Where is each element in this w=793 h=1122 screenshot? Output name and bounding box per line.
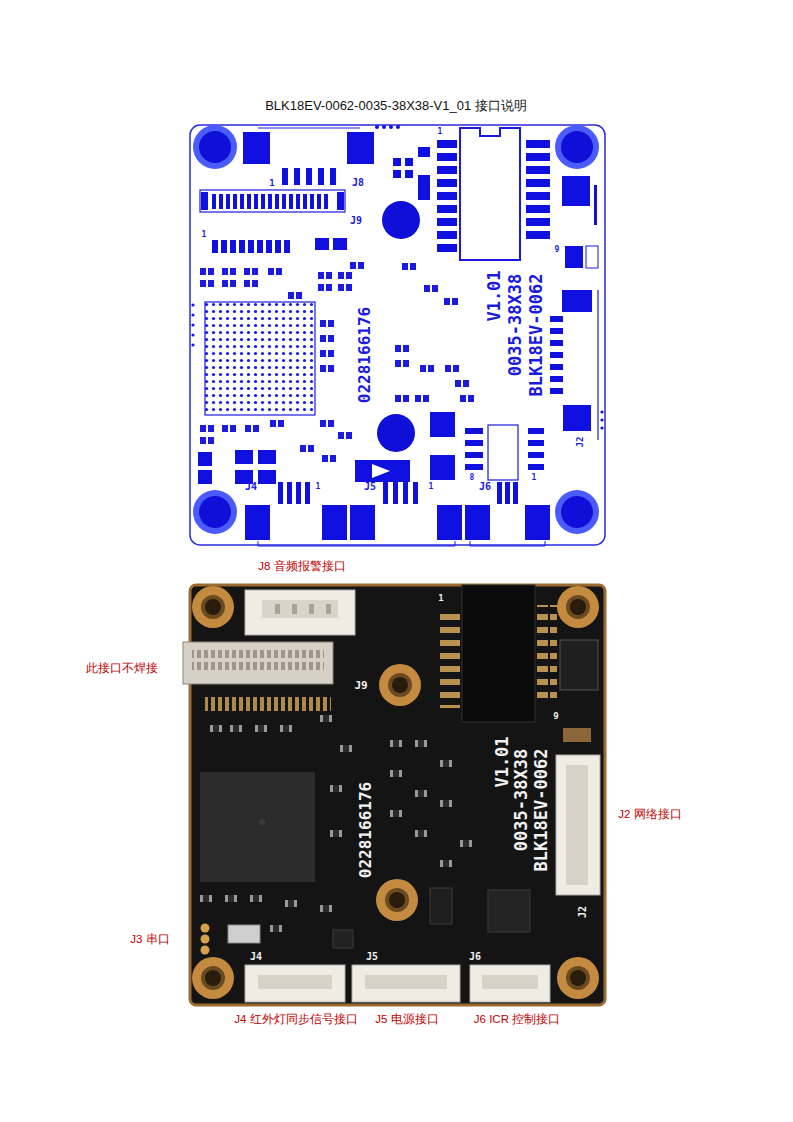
callout-label: 此接口不焊接	[86, 663, 158, 675]
connector-ref: J5	[366, 952, 378, 962]
pin-mark: 9	[553, 712, 558, 721]
board-version: V1.01	[486, 270, 503, 321]
small-chips	[228, 888, 530, 948]
connector-ref: J6	[479, 482, 491, 492]
j2-connector	[556, 755, 600, 895]
connector-ref: J8	[352, 178, 364, 188]
diagram-title: BLK18EV-0062-0035-38X38-V1_01 接口说明	[265, 99, 527, 112]
board-version: V1.01	[494, 736, 511, 787]
callout-label: J2 网络接口	[618, 809, 681, 821]
bottom-connector-footprints	[245, 482, 550, 546]
module-chip	[438, 585, 557, 722]
pin-one-mark: 1	[438, 128, 443, 136]
power-parts	[560, 640, 598, 742]
connector-ref: J9	[354, 680, 367, 691]
icr-driver-footprint	[355, 412, 544, 482]
board-model: BLK18EV-0062	[528, 274, 545, 397]
serial-number: 0228166176	[358, 782, 374, 878]
bottom-connectors	[245, 965, 550, 1002]
j3-pads	[201, 924, 210, 955]
power-footprint	[562, 176, 598, 312]
pin-mark: 9	[555, 246, 560, 254]
j8-footprint	[243, 125, 400, 185]
passive-pads	[200, 262, 474, 462]
callout-label: J3 串口	[130, 934, 169, 946]
connector-ref: J4	[245, 482, 257, 492]
board-photo	[183, 585, 605, 1005]
soc-chip	[200, 772, 315, 882]
connector-ref: J9	[350, 216, 362, 226]
pcb-layout	[190, 125, 605, 546]
callout-label: J4 红外灯同步信号接口	[234, 1014, 357, 1026]
pin-one-mark: 1	[202, 231, 207, 239]
connector-ref: J2	[576, 437, 585, 448]
passive-parts	[200, 715, 472, 932]
pin-one-mark: 1	[532, 474, 537, 482]
j9-connector	[183, 642, 333, 711]
callout-label: J5 电源接口	[375, 1014, 438, 1026]
soc-footprint	[191, 302, 315, 415]
pin-one-mark: 1	[316, 483, 321, 491]
mounting-hole	[193, 125, 599, 534]
connector-ref: J5	[364, 482, 376, 492]
module-footprint	[393, 128, 550, 260]
j2-footprint	[550, 290, 604, 440]
board-model: BLK18EV-0062	[533, 749, 550, 872]
connector-ref: J4	[250, 952, 262, 962]
callout-label: J8 音频报警接口	[258, 561, 345, 573]
pin-one-mark: 1	[429, 483, 434, 491]
j9-footprint	[200, 190, 347, 253]
board-outline	[190, 125, 605, 545]
serial-number: 0228166176	[357, 307, 373, 403]
pin-mark: 8	[470, 474, 475, 482]
board-size: 0035-38X38	[507, 274, 524, 376]
pin-one-mark: 1	[269, 179, 274, 188]
connector-ref: J6	[469, 952, 481, 962]
j8-connector	[245, 590, 355, 635]
callout-label: J6 ICR 控制接口	[474, 1014, 560, 1026]
misc-footprint	[198, 450, 276, 484]
board-size: 0035-38X38	[513, 749, 530, 851]
pin-one-mark: 1	[438, 594, 443, 603]
connector-ref: J2	[578, 906, 588, 918]
